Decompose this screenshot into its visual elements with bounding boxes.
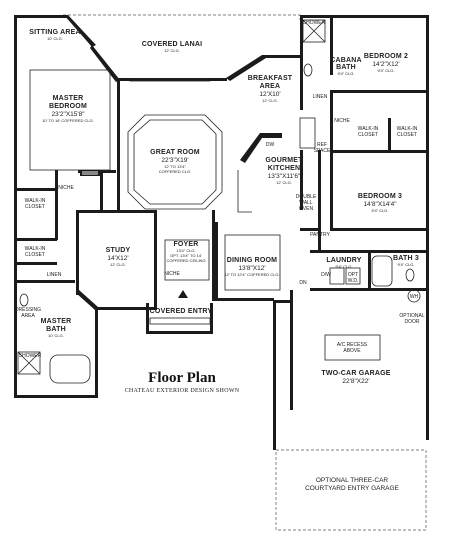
two-car-garage-name: TWO-CAR GARAGE — [321, 370, 390, 377]
niche-label-mb: NICHE — [58, 185, 74, 191]
dressing-area-label: DRESSING — [15, 307, 41, 313]
shower-label-top: SHOWER — [303, 20, 326, 26]
bedroom3-ceiling: 9'4" CLG. — [371, 208, 388, 213]
two-car-garage-dim: 22'8"X22' — [342, 378, 369, 385]
walkin-closet-b2-label: WALK-IN — [397, 126, 418, 132]
breakfast-area-dim: 12'X10' — [259, 91, 280, 98]
walkin-closet-b2-label2: CLOSET — [397, 132, 417, 138]
foyer-name: FOYER — [173, 241, 198, 248]
walkin-closet-mb2-label2: CLOSET — [25, 252, 45, 258]
dining-room-dim: 13'8"X12' — [238, 265, 265, 272]
dressing-area-label2: AREA — [21, 313, 35, 319]
room-labels: SITTING AREA 10' CLG. COVERED LANAI 12' … — [29, 29, 419, 492]
bedroom2-dim: 14'2"X12' — [372, 61, 399, 68]
dining-room-ceiling: 12' TO 12'4" COFFERED CLG. — [224, 272, 279, 277]
dining-room-name: DINING ROOM — [227, 257, 277, 264]
kitchen-ceiling: 12' CLG. — [276, 180, 292, 185]
niche-label-hall: NICHE — [334, 118, 350, 124]
study-dim: 14'X12' — [107, 255, 128, 262]
ref-space-label2: SPACE — [314, 148, 331, 154]
master-bath-name: MASTER — [41, 318, 72, 325]
great-room-dim: 22'3"X19' — [161, 157, 188, 164]
small-labels: SHOWER LINEN NICHE WALK-IN CLOSET WALK-I… — [15, 20, 425, 359]
master-bedroom-dim: 23'2"X15'8" — [51, 111, 85, 118]
breakfast-area-name2: AREA — [260, 83, 281, 90]
ac-recess-label: A/C RECESS — [337, 342, 368, 348]
breakfast-area-ceiling: 12' CLG. — [262, 98, 278, 103]
walkin-closet-hall-label2: CLOSET — [358, 132, 378, 138]
breakfast-area-name: BREAKFAST — [248, 75, 293, 82]
cabana-bath-ceiling: 9'4" CLG. — [337, 71, 354, 76]
wh-label: WH — [410, 294, 419, 300]
linen-label-cabana: LINEN — [313, 94, 328, 100]
shower-label-mb: SHOWER — [19, 353, 42, 359]
walkin-closet-hall-label: WALK-IN — [358, 126, 379, 132]
great-room-ceiling: 12' TO 13'4" — [164, 164, 186, 169]
optional-door-label: OPTIONAL — [399, 313, 425, 319]
fixtures — [17, 19, 421, 384]
study-ceiling: 12' CLG. — [110, 262, 126, 267]
master-bedroom-ceiling: 10' TO 16' COFFERED CLG. — [42, 118, 94, 123]
walls — [14, 14, 429, 531]
foyer-ceiling: 13'4" CLG. — [176, 248, 195, 253]
bedroom3-dim: 14'8"X14'4" — [363, 201, 397, 208]
cabana-bath-name: CABANA — [330, 57, 362, 64]
study-name: STUDY — [106, 247, 131, 254]
double-wall-oven-label: DOUBLE — [296, 194, 317, 200]
double-wall-oven-label3: OVEN — [299, 206, 314, 212]
covered-lanai-ceiling: 12' CLG. — [164, 48, 180, 53]
master-bath-ceiling: 10' CLG. — [48, 333, 64, 338]
dw-laundry-label: D/W — [321, 272, 331, 278]
optional-door-label2: DOOR — [405, 319, 420, 325]
sitting-area-name: SITTING AREA — [29, 29, 81, 36]
covered-entry-name: COVERED ENTRY — [150, 308, 213, 315]
bedroom2-ceiling: 9'4" CLG. — [377, 68, 394, 73]
three-car-garage-name: OPTIONAL THREE-CAR — [316, 477, 389, 484]
kitchen-name2: KITCHEN — [268, 165, 301, 172]
bath3-ceiling: 9'4" CLG. — [397, 262, 414, 267]
laundry-name: LAUNDRY — [326, 257, 361, 264]
ac-recess-label2: ABOVE — [343, 348, 361, 354]
walkin-closet-mb2-label: WALK-IN — [25, 246, 46, 252]
walkin-closet-mb1-label: WALK-IN — [25, 198, 46, 204]
dw-label: DW — [266, 142, 275, 148]
great-room-ceiling2: COFFERED CLG. — [159, 169, 191, 174]
master-bedroom-name2: BEDROOM — [49, 103, 87, 110]
master-bedroom-name: MASTER — [53, 95, 84, 102]
covered-lanai-name: COVERED LANAI — [142, 41, 203, 48]
linen-label-mb: LINEN — [47, 272, 62, 278]
bath3-name: BATH 3 — [393, 255, 419, 262]
sitting-area-ceiling: 10' CLG. — [47, 36, 63, 41]
master-bath-name2: BATH — [46, 326, 66, 333]
laundry-ceiling: 9'4" CLG. — [335, 264, 352, 269]
cabana-bath-name2: BATH — [336, 64, 356, 71]
dn-label: DN — [299, 280, 307, 286]
great-room-name: GREAT ROOM — [150, 149, 200, 156]
three-car-garage-name2: COURTYARD ENTRY GARAGE — [305, 485, 399, 492]
kitchen-dim: 13'3"X11'6" — [268, 173, 301, 180]
bedroom3-name: BEDROOM 3 — [358, 193, 402, 200]
plan-title: Floor Plan — [148, 370, 216, 386]
foyer-ceiling2: OPT. 13'4" TO 14' — [170, 253, 202, 258]
ref-space-label: REF — [317, 142, 327, 148]
wd-label: W.D. — [348, 278, 359, 284]
niche-label-foyer: NICHE — [164, 271, 180, 277]
walkin-closet-mb1-label2: CLOSET — [25, 204, 45, 210]
bedroom2-name: BEDROOM 2 — [364, 53, 408, 60]
foyer-ceiling3: COFFERED CEILING — [166, 258, 205, 263]
kitchen-name: GOURMET — [265, 157, 303, 164]
double-wall-oven-label2: WALL — [299, 200, 313, 206]
pantry-label: PANTRY — [310, 232, 330, 238]
opt-wd-label: OPT — [348, 272, 358, 278]
plan-subtitle: CHATEAU EXTERIOR DESIGN SHOWN — [125, 388, 240, 394]
